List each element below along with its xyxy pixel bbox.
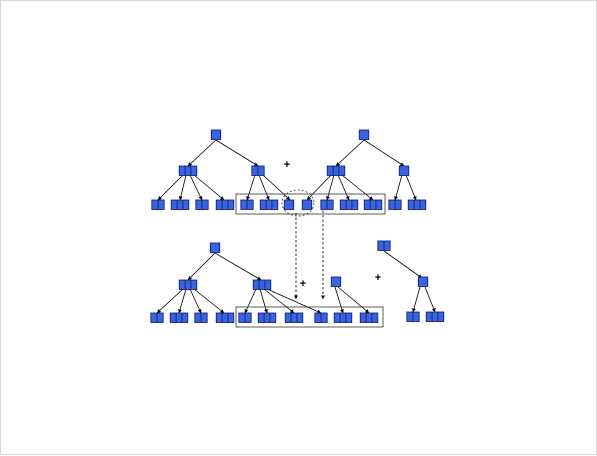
tree-b-leaf-node-leftmost: [301, 199, 313, 210]
merged-tree-leaf-node: [169, 312, 189, 323]
merged-tree-leaf-node: [215, 312, 235, 323]
tree-a-leaf-node: [215, 199, 235, 210]
plus-sign-top: +: [284, 159, 290, 171]
small-tree-leaf-node: [425, 311, 445, 322]
small-tree-root-node: [377, 240, 391, 251]
bottom-merge-boundary-box: [235, 306, 384, 328]
plus-sign-bottom-right: +: [375, 272, 381, 284]
merged-tree-internal-node-left: [178, 279, 198, 290]
merged-tree-leaf-node-merged: [314, 312, 328, 323]
small-tree-edges: [383, 250, 436, 313]
plus-sign-bottom-middle: +: [300, 278, 306, 290]
tree-a-leaf-node: [240, 199, 254, 210]
merged-tree-root-node: [209, 242, 221, 253]
merged-tree-leaf-node: [194, 312, 208, 323]
tree-b-edges: [306, 139, 417, 201]
tree-b-leaf-node: [407, 199, 427, 210]
merged-tree-leaf-node: [333, 312, 353, 323]
tree-a-root-node: [210, 129, 222, 140]
merged-tree-leaf-node: [238, 312, 252, 323]
tree-b-root-node: [358, 129, 370, 140]
merged-tree-leaf-node: [284, 312, 304, 323]
highlight-dashed-ellipse: [281, 189, 315, 217]
top-merge-boundary-box: [235, 193, 386, 215]
tree-nodes: [150, 129, 445, 323]
merged-tree-internal-node-right: [252, 279, 272, 290]
tree-a-leaf-node: [195, 199, 209, 210]
tree-a-internal-node-right: [251, 165, 265, 176]
merged-tree-leaf-node: [257, 312, 277, 323]
small-tree-leaf-node: [406, 311, 420, 322]
tree-b-internal-node-right: [398, 165, 410, 176]
tree-a-leaf-node: [170, 199, 190, 210]
merged-tree-leaf-node: [359, 312, 379, 323]
tree-a-internal-node-left: [178, 165, 198, 176]
tree-b-leaf-node: [388, 199, 402, 210]
tree-a-leaf-node: [259, 199, 279, 210]
floating-internal-node: [330, 276, 342, 287]
tree-b-leaf-node: [363, 199, 383, 210]
tree-a-leaf-node-rightmost: [283, 199, 295, 210]
tree-a-leaf-node: [151, 199, 165, 210]
tree-b-internal-node-left: [326, 165, 346, 176]
merged-tree-leaf-node: [150, 312, 164, 323]
small-tree-internal-node: [417, 276, 429, 287]
tree-b-leaf-node: [320, 199, 334, 210]
merged-tree-edges: [156, 252, 370, 314]
tree-a-edges: [157, 139, 291, 201]
tree-b-leaf-node: [339, 199, 359, 210]
